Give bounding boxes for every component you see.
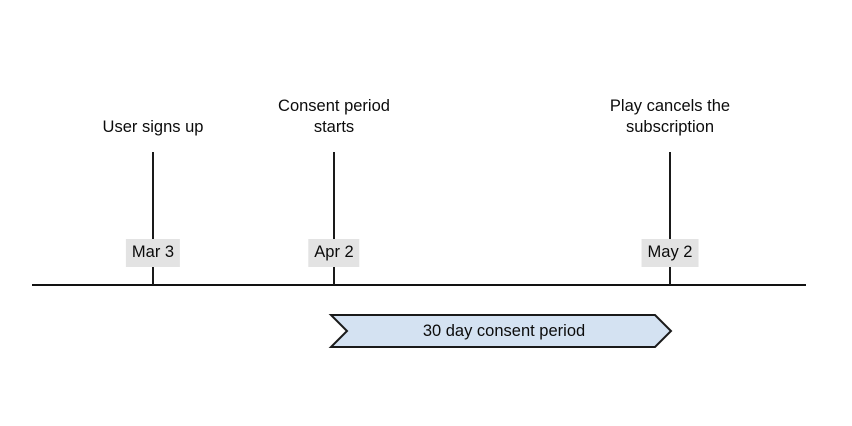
consent-period-banner-label: 30 day consent period [422,321,586,340]
event-caption-play-cancels-subscription: Play cancels the subscription [610,96,730,138]
timeline-axis [32,284,806,286]
event-caption-user-signs-up: User signs up [103,117,204,138]
chevron-banner-shape [328,314,673,348]
consent-period-banner: 30 day consent period [328,314,673,348]
event-date-chip-apr-2: Apr 2 [308,239,360,267]
event-caption-line: subscription [625,118,715,136]
event-tick-marker [669,152,671,285]
event-caption-line: Consent period [278,97,390,115]
event-caption-line: User signs up [102,118,204,136]
event-caption-consent-period-starts: Consent period starts [278,96,390,138]
event-tick-marker [152,152,154,285]
event-caption-line: starts [313,118,355,136]
event-date-chip-mar-3: Mar 3 [125,239,181,267]
event-caption-line: Play cancels the [609,97,731,115]
event-date-chip-may-2: May 2 [641,239,699,267]
event-tick-marker [333,152,335,285]
